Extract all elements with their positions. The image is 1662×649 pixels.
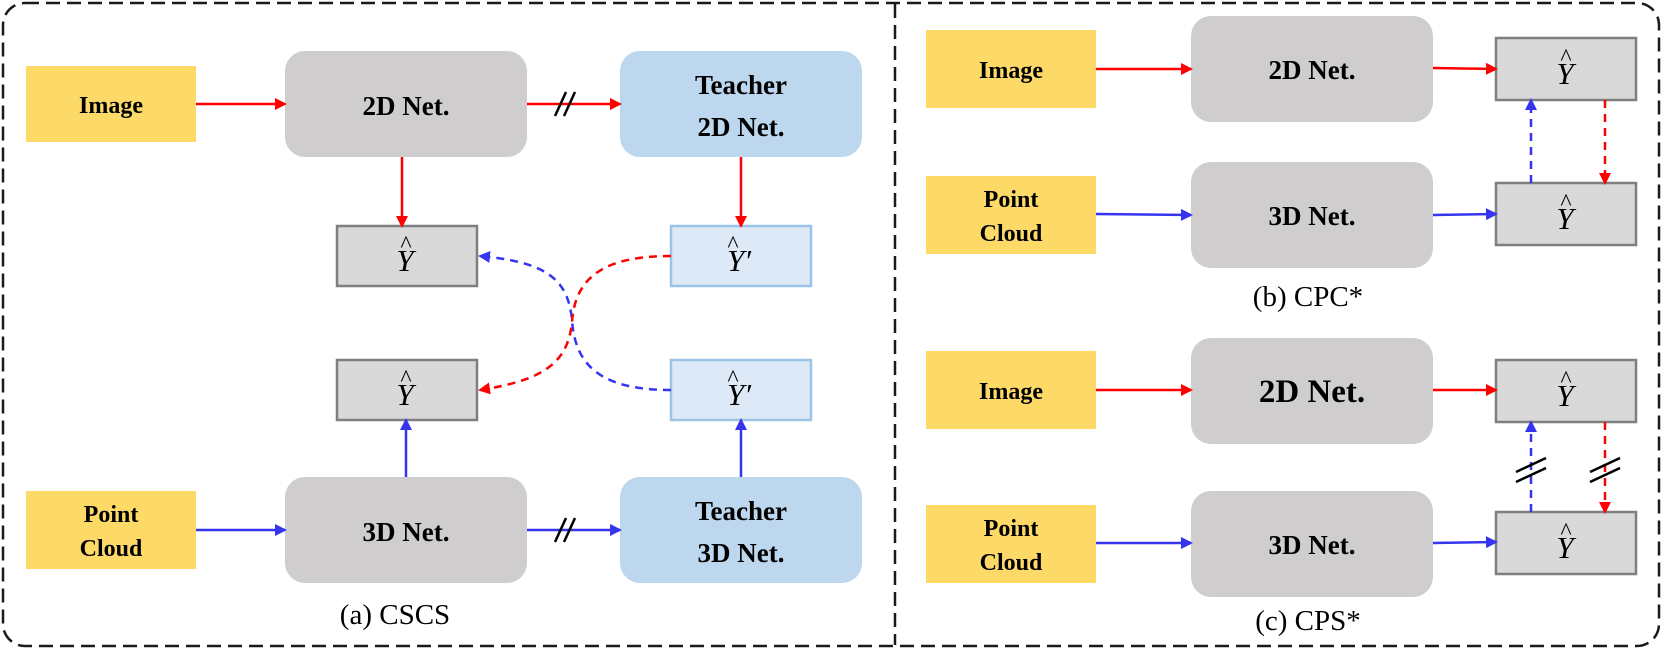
dashed-blue-teacher3d-to-pred2d bbox=[478, 250, 672, 392]
net-3d-a bbox=[285, 477, 527, 583]
input-image-c bbox=[926, 351, 1096, 429]
input-point-b-label-1: Point bbox=[984, 187, 1039, 213]
teacher-pred-3d-hat: ^ bbox=[727, 366, 738, 392]
teacher-2d-net bbox=[620, 51, 862, 157]
stop-grad-mark-bottom-2 bbox=[562, 517, 577, 543]
stop-grad-mark-c-left-2 bbox=[1515, 466, 1547, 484]
pred-3d-a-hat: ^ bbox=[400, 366, 411, 392]
pred-3d-b-y: Y bbox=[1556, 201, 1576, 236]
stop-grad-mark-c-right-1 bbox=[1589, 456, 1621, 474]
stop-grad-mark-c-left-1 bbox=[1515, 456, 1547, 474]
input-point-c-label-2: Cloud bbox=[980, 550, 1043, 576]
dashed-red-teacher2d-to-pred3d bbox=[478, 254, 672, 395]
pred-2d-a bbox=[335, 224, 479, 288]
arrow-point-to-3d-b bbox=[1095, 208, 1193, 221]
net-3d-b bbox=[1191, 162, 1433, 268]
pred-3d-c-y: Y bbox=[1556, 530, 1576, 565]
net-3d-b-label: 3D Net. bbox=[1269, 201, 1356, 231]
arrow-3d-to-pred-c bbox=[1432, 536, 1498, 549]
input-image-a-label: Image bbox=[79, 93, 143, 119]
teacher-3d-label-2: 3D Net. bbox=[698, 538, 785, 568]
pred-2d-c-hat: ^ bbox=[1560, 367, 1571, 393]
pred-3d-a-y: Y bbox=[396, 377, 416, 412]
net-2d-b-label: 2D Net. bbox=[1269, 55, 1356, 85]
input-image-c-label: Image bbox=[979, 379, 1043, 405]
pred-2d-b-hat: ^ bbox=[1560, 45, 1571, 71]
caption-a: (a) CSCS bbox=[340, 599, 450, 631]
input-point-a-label-1: Point bbox=[84, 502, 139, 528]
caption-c: (c) CPS* bbox=[1255, 605, 1361, 637]
input-image-b-label: Image bbox=[979, 58, 1043, 84]
pred-2d-a-hat: ^ bbox=[400, 232, 411, 258]
net-3d-c-label: 3D Net. bbox=[1269, 530, 1356, 560]
pred-3d-a bbox=[335, 358, 479, 422]
input-image-a bbox=[26, 66, 196, 142]
teacher-pred-2d-y: Y′ bbox=[727, 243, 752, 278]
panel-cpc: Image 2D Net. Y ^ Point Cloud 3D Net. Y … bbox=[926, 16, 1638, 313]
stop-grad-mark-top-1 bbox=[553, 91, 568, 117]
pred-3d-c-hat: ^ bbox=[1560, 519, 1571, 545]
pred-3d-c bbox=[1494, 510, 1638, 576]
panel-cscs: Image 2D Net. Teacher 2D Net. Y ^ Y′ ^ Y… bbox=[26, 51, 862, 631]
pred-2d-a-y: Y bbox=[396, 243, 416, 278]
teacher-pred-2d-hat: ^ bbox=[727, 232, 738, 258]
input-point-a-label-2: Cloud bbox=[80, 536, 143, 562]
input-point-cloud-c bbox=[926, 505, 1096, 583]
pred-2d-c-y: Y bbox=[1556, 378, 1576, 413]
net-2d-b bbox=[1191, 16, 1433, 122]
stop-grad-mark-top-2 bbox=[562, 91, 577, 117]
teacher-3d-label-1: Teacher bbox=[695, 496, 787, 526]
arrow-2d-to-pred-b bbox=[1432, 62, 1498, 75]
pred-3d-b bbox=[1494, 181, 1638, 247]
arrow-3d-to-pred-b bbox=[1432, 208, 1498, 221]
teacher-pred-3d-y: Y′ bbox=[727, 377, 752, 412]
teacher-pred-3d bbox=[669, 358, 813, 422]
caption-b: (b) CPC* bbox=[1253, 281, 1363, 313]
net-3d-a-label: 3D Net. bbox=[363, 517, 450, 547]
net-2d-c-label: 2D Net. bbox=[1259, 374, 1365, 410]
stop-grad-mark-bottom-1 bbox=[553, 517, 568, 543]
net-2d-c bbox=[1191, 338, 1433, 444]
net-2d-a bbox=[285, 51, 527, 157]
pred-2d-b bbox=[1494, 36, 1638, 102]
input-point-b-label-2: Cloud bbox=[980, 221, 1043, 247]
teacher-3d-net bbox=[620, 477, 862, 583]
input-point-cloud-b bbox=[926, 176, 1096, 254]
input-image-b bbox=[926, 30, 1096, 108]
net-2d-a-label: 2D Net. bbox=[363, 91, 450, 121]
teacher-2d-label-1: Teacher bbox=[695, 70, 787, 100]
teacher-2d-label-2: 2D Net. bbox=[698, 112, 785, 142]
stop-grad-mark-c-right-2 bbox=[1589, 466, 1621, 484]
input-point-cloud-a bbox=[26, 491, 196, 569]
input-point-c-label-1: Point bbox=[984, 516, 1039, 542]
pred-3d-b-hat: ^ bbox=[1560, 190, 1571, 216]
net-3d-c bbox=[1191, 491, 1433, 597]
pred-2d-b-y: Y bbox=[1556, 56, 1576, 91]
panel-cps: Image 2D Net. Y ^ Point Cloud 3D Net. Y … bbox=[926, 338, 1638, 637]
